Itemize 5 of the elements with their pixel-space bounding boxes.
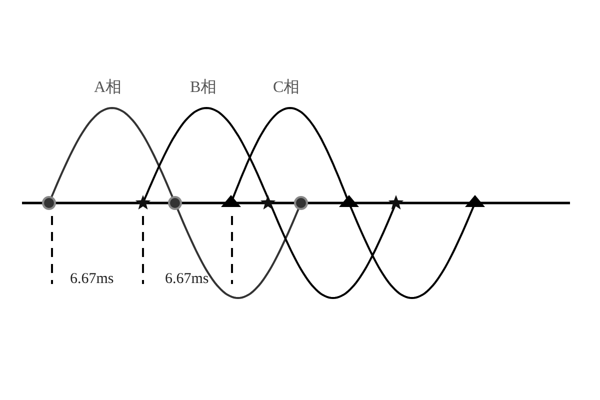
phase-label: A相 xyxy=(94,80,122,96)
phase-label: B相 xyxy=(190,80,217,96)
time-label: 6.67ms xyxy=(165,272,209,287)
phase-label: C相 xyxy=(273,80,300,96)
time-label: 6.67ms xyxy=(70,272,114,287)
